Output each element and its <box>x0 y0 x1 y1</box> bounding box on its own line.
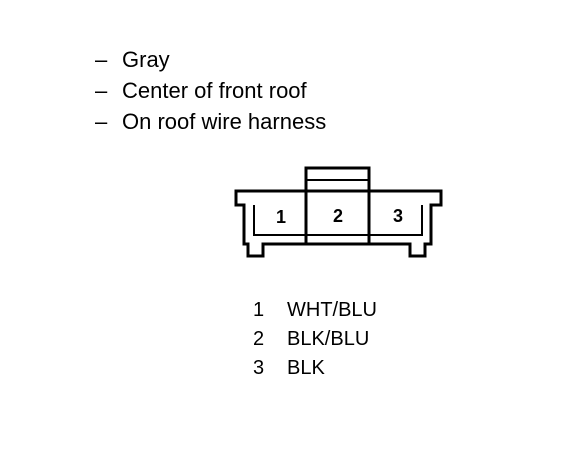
note-dash: – <box>95 109 108 134</box>
pinout-row: 3 BLK <box>253 354 377 383</box>
wire-color: BLK/BLU <box>287 328 370 350</box>
wire-color: BLK <box>287 357 325 379</box>
note-text: On roof wire harness <box>122 109 327 134</box>
cavity-label-1: 1 <box>276 207 286 227</box>
note-dash: – <box>95 78 108 103</box>
pinout-table: 1 WHT/BLU 2 BLK/BLU 3 BLK <box>253 296 377 383</box>
note-location: – Center of front roof <box>95 75 326 106</box>
note-color: – Gray <box>95 44 326 75</box>
note-harness: – On roof wire harness <box>95 106 326 137</box>
note-text: Center of front roof <box>122 78 307 103</box>
pin-number: 1 <box>253 299 265 321</box>
connector-housing-outline <box>234 189 443 258</box>
cavity-label-2: 2 <box>333 206 343 226</box>
note-text: Gray <box>122 47 170 72</box>
connector-inner-frame <box>253 205 423 236</box>
pinout-row: 2 BLK/BLU <box>253 325 377 354</box>
pin-number: 3 <box>253 357 265 379</box>
pinout-row: 1 WHT/BLU <box>253 296 377 325</box>
pin-number: 2 <box>253 328 265 350</box>
note-dash: – <box>95 47 108 72</box>
wire-color: WHT/BLU <box>287 299 377 321</box>
cavity-label-3: 3 <box>393 206 403 226</box>
connector-notes: – Gray – Center of front roof – On roof … <box>95 44 326 137</box>
